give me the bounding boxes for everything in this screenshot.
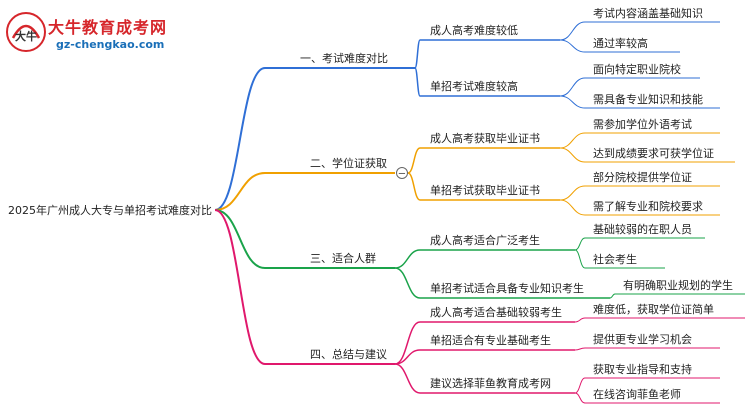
leaf-topic: 需具备专业知识和技能 <box>593 92 703 106</box>
leaf-connector <box>574 249 586 269</box>
collapse-symbol: − <box>398 169 406 180</box>
leaf-connector <box>574 237 586 251</box>
branch-connector <box>214 209 266 269</box>
brand-name: 大牛教育成考网 <box>48 18 168 37</box>
leaf-topic: 获取专业指导和支持 <box>593 362 692 376</box>
leaf-connector <box>559 21 586 41</box>
leaf-topic: 通过率较高 <box>593 36 648 50</box>
branch-topic: 一、考试难度对比 <box>300 51 388 65</box>
subtopic-connector <box>394 349 421 365</box>
branch-connector <box>214 67 266 211</box>
leaf-connector <box>574 377 586 394</box>
branch-topic: 三、适合人群 <box>310 251 376 265</box>
leaf-connector <box>574 347 586 351</box>
subtopic-connector <box>394 249 421 269</box>
leaf-connector <box>559 147 586 163</box>
subtopic-connector <box>394 363 421 394</box>
branch-connector <box>214 172 266 211</box>
leaf-connector <box>559 199 586 216</box>
subtopic: 成人高考获取毕业证书 <box>430 131 540 145</box>
subtopic: 成人高考适合基础较弱考生 <box>430 305 562 319</box>
leaf-topic: 基础较弱的在职人员 <box>593 222 692 236</box>
subtopic: 单招考试适合具备专业知识考生 <box>430 281 584 295</box>
branch-topic: 四、总结与建议 <box>310 347 387 361</box>
leaf-connector <box>559 185 586 201</box>
collapse-toggle-icon[interactable] <box>396 167 408 179</box>
subtopic: 单招适合有专业基础考生 <box>430 333 551 347</box>
leaf-connector <box>559 95 586 109</box>
subtopic: 成人高考适合广泛考生 <box>430 233 540 247</box>
leaf-connector <box>559 77 586 97</box>
subtopic-connector <box>394 321 421 365</box>
leaf-topic: 有明确职业规划的学生 <box>623 278 733 292</box>
leaf-topic: 需了解专业和院校要求 <box>593 199 703 213</box>
branch-topic: 二、学位证获取 <box>310 156 387 170</box>
leaf-connector <box>559 132 586 149</box>
subtopic-connector <box>414 39 421 69</box>
subtopic-connector <box>407 147 421 174</box>
branch-connector <box>214 209 266 365</box>
leaf-topic: 达到成绩要求可获学位证 <box>593 146 714 160</box>
brand-logo-icon: 大牛 <box>6 12 46 52</box>
subtopic: 成人高考难度较低 <box>430 23 518 37</box>
leaf-connector <box>574 317 586 323</box>
leaf-topic: 难度低，获取学位证简单 <box>593 302 714 316</box>
leaf-topic: 在线咨询菲鱼老师 <box>593 387 681 401</box>
leaf-topic: 部分院校提供学位证 <box>593 170 692 184</box>
leaf-connector <box>574 392 586 404</box>
brand-url[interactable]: gz-chengkao.com <box>56 38 165 51</box>
leaf-connector <box>609 293 616 299</box>
subtopic-connector <box>407 172 421 201</box>
leaf-topic: 面向特定职业院校 <box>593 62 681 76</box>
logo-glyph: 大牛 <box>15 29 37 43</box>
leaf-topic: 考试内容涵盖基础知识 <box>593 6 703 20</box>
leaf-topic: 提供更专业学习机会 <box>593 332 692 346</box>
leaf-topic: 社会考生 <box>593 252 637 266</box>
subtopic-connector <box>394 267 421 299</box>
subtopic: 单招考试难度较高 <box>430 79 518 93</box>
subtopic-connector <box>414 67 421 97</box>
subtopic: 建议选择菲鱼教育成考网 <box>430 376 551 390</box>
subtopic: 单招考试获取毕业证书 <box>430 183 540 197</box>
leaf-topic: 需参加学位外语考试 <box>593 117 692 131</box>
leaf-connector <box>559 39 586 53</box>
root-topic: 2025年广州成人大专与单招考试难度对比 <box>8 203 212 217</box>
